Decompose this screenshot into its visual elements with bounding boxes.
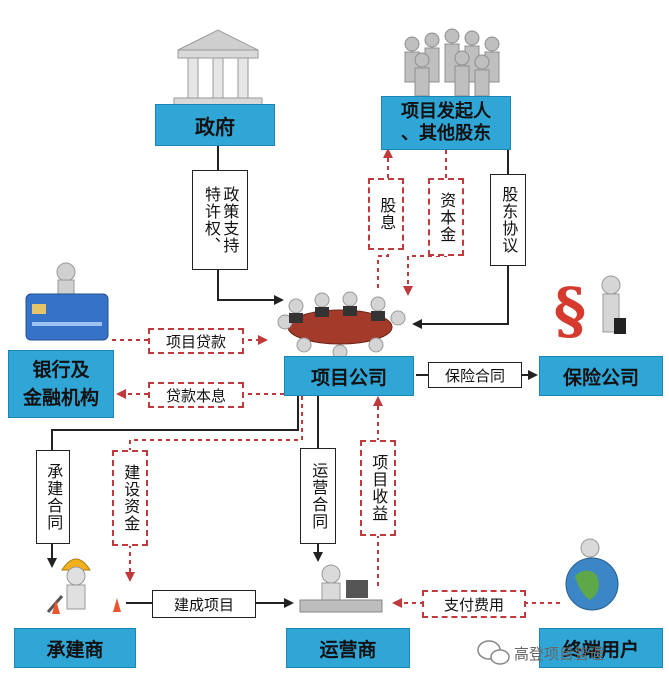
label-franchise: 特许权、 (202, 186, 221, 254)
people-group-icon (404, 28, 500, 97)
node-end-user: 终端用户 (539, 628, 663, 668)
watermark-text: 高登项目管理 (514, 645, 605, 663)
node-sponsor: 项目发起人 、其他股东 (381, 96, 511, 150)
node-contractor: 承建商 (14, 628, 136, 668)
label-dividend: 股息 (368, 178, 404, 250)
insurance-section-sign-icon: § (554, 274, 626, 347)
edge-construction-funds (125, 396, 303, 582)
label-loan: 项目贷款 (148, 328, 244, 354)
label-construction-contract: 承建合同 (36, 450, 70, 544)
node-bank: 银行及 金融机构 (8, 350, 114, 418)
government-building-icon (173, 29, 263, 107)
label-gov-policy: 政策支持 特许权、 (192, 170, 248, 270)
operator-worker-icon (299, 564, 383, 613)
label-payment: 支付费用 (422, 590, 526, 618)
node-project-company: 项目公司 (284, 356, 414, 396)
edge-construction-contract (47, 396, 299, 568)
node-insurer: 保险公司 (539, 356, 663, 396)
wechat-logo-icon (477, 640, 510, 665)
globe-user-icon (565, 538, 619, 611)
meeting-table-icon (277, 291, 406, 360)
label-completed-project: 建成项目 (152, 590, 256, 618)
node-operator: 运营商 (286, 628, 410, 668)
edge-capital (403, 150, 447, 296)
edge-dividend (377, 148, 393, 288)
label-capital: 资本金 (428, 178, 464, 256)
label-construction-funds: 建设资金 (112, 450, 148, 546)
label-project-revenue: 项目收益 (360, 440, 396, 536)
svg-text:§: § (554, 274, 586, 347)
label-policy-support: 政策支持 (220, 186, 240, 254)
label-shareholder-agreement: 股东协议 (490, 174, 526, 266)
label-repayment: 贷款本息 (148, 382, 244, 408)
node-government: 政府 (155, 104, 275, 146)
label-insurance-contract: 保险合同 (428, 362, 522, 388)
label-operation-contract: 运营合同 (300, 448, 336, 544)
construction-worker-icon (46, 558, 121, 614)
bank-card-icon (25, 262, 109, 341)
